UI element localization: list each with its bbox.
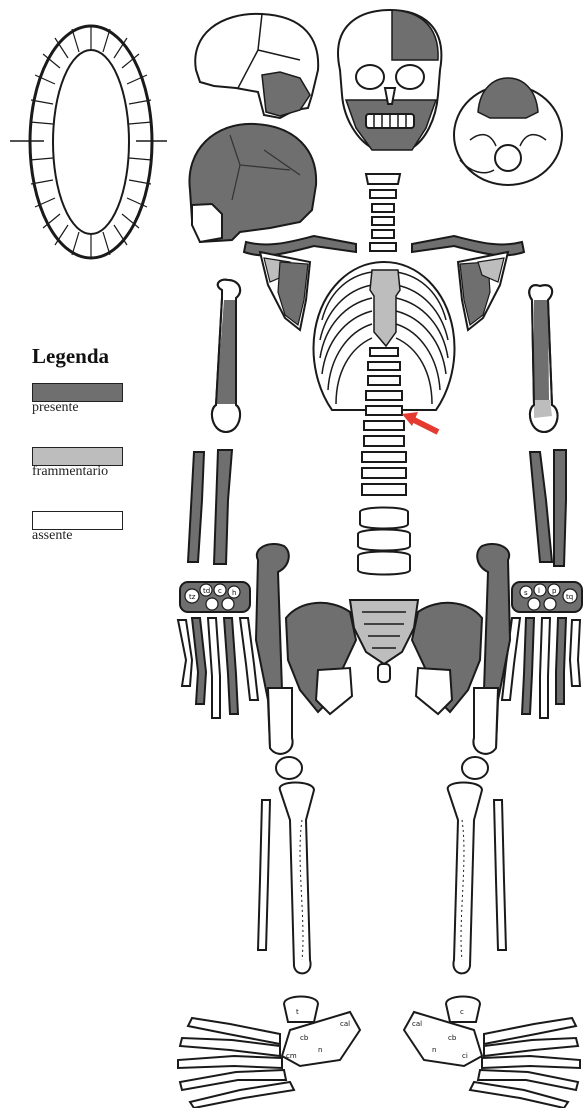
- tibiae-fibulae: [258, 783, 506, 974]
- tarsal-label: cb: [448, 1034, 457, 1042]
- carpal-label: td: [203, 587, 210, 595]
- carpals-right: s l p tq: [512, 582, 582, 612]
- dental-arch: [10, 26, 167, 258]
- tarsal-label: n: [432, 1046, 436, 1054]
- carpal-label: c: [218, 587, 222, 595]
- thoracic-vertebrae: [362, 348, 406, 495]
- legend: Legenda presente frammentario assente: [32, 344, 162, 575]
- right-hand: s l p tq: [502, 582, 582, 718]
- right-foot: c cal cb n ci: [404, 997, 580, 1108]
- carpal-label: h: [232, 589, 236, 597]
- tarsal-label: cm: [286, 1052, 297, 1060]
- legend-label: assente: [32, 528, 72, 544]
- pelvis: [286, 600, 482, 714]
- carpal-label: tz: [189, 593, 196, 601]
- carpal-label: l: [538, 587, 540, 595]
- left-hand: tz td c h: [178, 582, 258, 718]
- legend-label: presente: [32, 400, 79, 416]
- legend-item-assente: assente: [32, 511, 162, 553]
- skull-frontal: [338, 10, 441, 150]
- legend-item-presente: presente: [32, 383, 162, 425]
- tarsal-label: cal: [340, 1020, 350, 1028]
- red-arrow-icon: [402, 412, 438, 432]
- carpal-label: s: [524, 589, 528, 597]
- skull-base: [454, 78, 562, 185]
- tarsal-label: t: [296, 1008, 299, 1016]
- legend-title: Legenda: [32, 344, 162, 369]
- carpals-left: tz td c h: [180, 582, 250, 612]
- tarsal-label: n: [318, 1046, 322, 1054]
- legend-label: frammentario: [32, 464, 108, 480]
- lumbar-vertebrae: [358, 508, 410, 575]
- skull-lateral-upper: [195, 14, 318, 118]
- tarsal-label: c: [460, 1008, 464, 1016]
- carpal-label: tq: [566, 593, 573, 601]
- patellae: [276, 757, 488, 779]
- tarsal-label: cal: [412, 1020, 422, 1028]
- legend-item-frammentario: frammentario: [32, 447, 162, 489]
- skull-lateral-lower: [189, 124, 316, 242]
- tarsal-label: ci: [462, 1052, 468, 1060]
- tarsal-label: cb: [300, 1034, 309, 1042]
- cervical-vertebrae: [366, 174, 400, 251]
- left-foot: t cal cb n cm: [178, 997, 360, 1108]
- ribcage: [314, 262, 455, 410]
- carpal-label: p: [552, 587, 557, 595]
